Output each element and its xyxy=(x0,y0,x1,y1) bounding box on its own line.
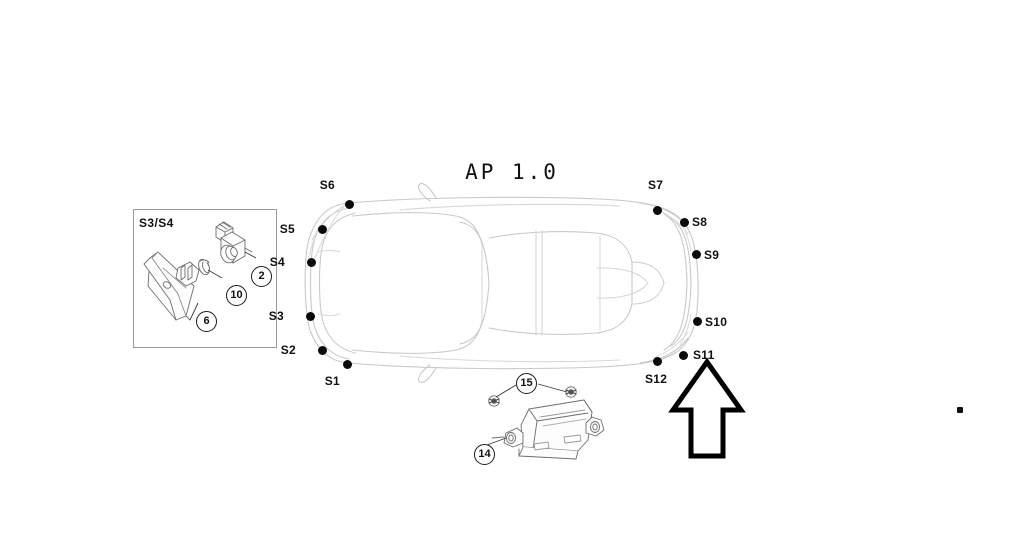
sensor-label-s8: S8 xyxy=(692,215,708,229)
sensor-label-s9: S9 xyxy=(704,248,720,262)
inset-box-title: S3/S4 xyxy=(139,216,174,230)
page-title: AP 1.0 xyxy=(465,160,559,184)
sensor-label-s3: S3 xyxy=(268,309,284,323)
stray-marker-dot xyxy=(957,407,963,413)
sensor-dot-s9[interactable] xyxy=(692,250,701,259)
sensor-dot-s4[interactable] xyxy=(307,258,316,267)
sensor-dot-s2[interactable] xyxy=(318,346,327,355)
sensor-dot-s3[interactable] xyxy=(306,312,315,321)
callout-14-control-module[interactable]: 14 xyxy=(474,444,495,465)
callout-10-ring[interactable]: 10 xyxy=(226,285,247,306)
sensor-dot-s7[interactable] xyxy=(653,206,662,215)
sensor-dot-s1[interactable] xyxy=(343,360,352,369)
sensor-dot-s5[interactable] xyxy=(318,225,327,234)
sensor-label-s11: S11 xyxy=(693,348,715,362)
callout-2-sensor[interactable]: 2 xyxy=(251,266,272,287)
sensor-dot-s8[interactable] xyxy=(680,218,689,227)
sensor-dot-s11[interactable] xyxy=(679,351,688,360)
callout-6-bracket[interactable]: 6 xyxy=(196,311,217,332)
sensor-label-s12: S12 xyxy=(645,372,668,386)
sensor-label-s5: S5 xyxy=(279,222,295,236)
sensor-label-s10: S10 xyxy=(705,315,728,329)
sensor-label-s1: S1 xyxy=(324,374,340,388)
callout-15-screw[interactable]: 15 xyxy=(516,373,537,394)
screw-graphic xyxy=(565,386,577,398)
sensor-dot-s12[interactable] xyxy=(653,357,662,366)
sensor-label-s4: S4 xyxy=(269,255,285,269)
sensor-label-s6: S6 xyxy=(319,178,335,192)
up-arrow-icon xyxy=(668,357,746,459)
sensor-dot-s10[interactable] xyxy=(693,317,702,326)
sensor-label-s2: S2 xyxy=(280,343,296,357)
screw-graphic xyxy=(488,395,500,407)
sensor-dot-s6[interactable] xyxy=(345,200,354,209)
sensor-label-s7: S7 xyxy=(648,178,664,192)
